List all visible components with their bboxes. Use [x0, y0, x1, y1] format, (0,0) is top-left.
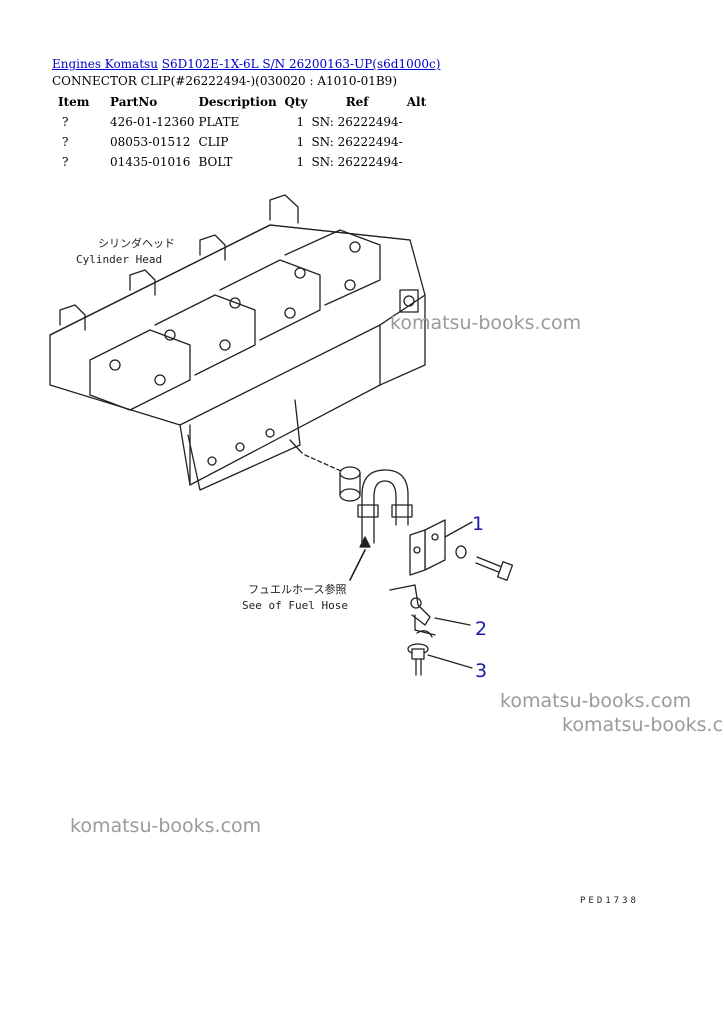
- washer-drawing: [455, 545, 467, 559]
- clip-drawing: [389, 584, 436, 638]
- watermark: komatsu-books.com: [70, 815, 262, 837]
- table-header-row: Item PartNo Description Qty Ref Alt: [56, 92, 439, 112]
- hose-arrowhead: [359, 536, 371, 548]
- column-header-qty: Qty: [284, 95, 308, 109]
- drawing-code: PED1738: [580, 896, 639, 906]
- plate-drawing: [409, 519, 446, 576]
- spacer-drawing: [339, 466, 361, 502]
- cell-item: ?: [62, 155, 69, 169]
- callout-2: 2: [475, 618, 487, 640]
- parts-table: Item PartNo Description Qty Ref Alt ? 42…: [56, 92, 439, 172]
- cylinder-head-drawing: [49, 194, 426, 491]
- breadcrumb: Engines Komatsu S6D102E-1X-6L S/N 262001…: [52, 57, 440, 71]
- cell-description: PLATE: [198, 115, 240, 129]
- column-header-alt: Alt: [406, 95, 427, 109]
- page-title: CONNECTOR CLIP(#26222494-)(030020 : A101…: [52, 74, 397, 88]
- cell-partno: 08053-01512: [110, 135, 191, 149]
- leader-line: [304, 454, 351, 476]
- cell-qty: 1: [296, 115, 305, 129]
- callout-leader-2: [434, 617, 471, 626]
- table-row: ? 08053-01512 CLIP 1 SN: 26222494-: [56, 132, 439, 152]
- table-row: ? 01435-01016 BOLT 1 SN: 26222494-: [56, 152, 439, 172]
- watermark: komatsu-books.com: [562, 714, 724, 736]
- column-header-item: Item: [58, 95, 90, 109]
- hose-arrow: [349, 549, 366, 581]
- cell-ref: SN: 26222494-: [311, 155, 403, 169]
- cell-partno: 01435-01016: [110, 155, 191, 169]
- column-header-ref: Ref: [345, 95, 369, 109]
- breadcrumb-link-model[interactable]: S6D102E-1X-6L S/N 26200163-UP(s6d1000c): [161, 57, 441, 71]
- cell-description: CLIP: [198, 135, 229, 149]
- callout-3: 3: [475, 660, 487, 682]
- cell-ref: SN: 26222494-: [311, 115, 403, 129]
- column-header-partno: PartNo: [110, 95, 158, 109]
- cell-alt: [405, 132, 439, 152]
- callout-1: 1: [472, 513, 484, 535]
- watermark: komatsu-books.com: [500, 690, 692, 712]
- cell-qty: 1: [296, 155, 305, 169]
- label-fuel-hose-en: See of Fuel Hose: [242, 599, 348, 612]
- flange-bolt-drawing: [407, 643, 429, 676]
- label-cylinder-head-en: Cylinder Head: [76, 253, 162, 266]
- cell-alt: [405, 112, 439, 132]
- watermark: komatsu-books.com: [390, 312, 582, 334]
- column-header-description: Description: [198, 95, 277, 109]
- table-row: ? 426-01-12360 PLATE 1 SN: 26222494-: [56, 112, 439, 132]
- cell-description: BOLT: [198, 155, 233, 169]
- callout-leader-3: [427, 654, 473, 669]
- callout-leader-1: [444, 521, 473, 538]
- label-fuel-hose-jp: フュエルホース参照: [248, 582, 346, 596]
- cell-qty: 1: [296, 135, 305, 149]
- cell-partno: 426-01-12360: [110, 115, 195, 129]
- label-cylinder-head-jp: シリンダヘッド: [98, 236, 175, 250]
- cell-item: ?: [62, 115, 69, 129]
- breadcrumb-link-engines[interactable]: Engines Komatsu: [52, 57, 158, 71]
- cell-alt: [405, 152, 439, 172]
- parts-diagram: 1 2 3 シリンダヘッド Cylinder Head フュエルホース参照 Se…: [49, 194, 514, 682]
- fuel-pipe-drawing: [357, 469, 413, 544]
- cell-item: ?: [62, 135, 69, 149]
- cell-ref: SN: 26222494-: [311, 135, 403, 149]
- bolt-drawing: [475, 556, 514, 581]
